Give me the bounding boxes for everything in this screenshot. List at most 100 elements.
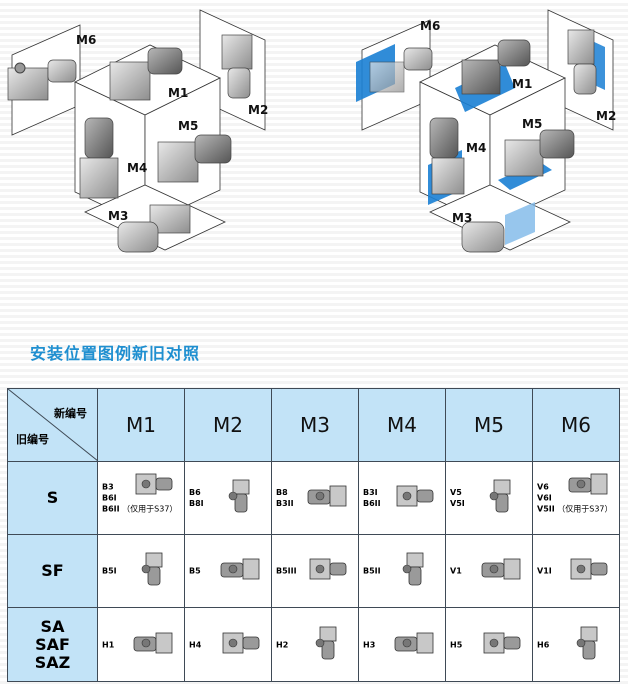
mini-diagram <box>480 478 524 518</box>
table-cell: B5 <box>184 534 272 608</box>
mounting-code: V5I <box>450 499 465 508</box>
table-cell: H2 <box>271 607 359 682</box>
row-header: S <box>7 461 98 535</box>
mini-diagram <box>219 551 263 591</box>
mounting-code: V6I <box>537 493 552 503</box>
mounting-code: B5III <box>276 566 297 576</box>
mounting-codes: V1I <box>537 566 552 577</box>
mounting-codes: H4 <box>189 639 201 650</box>
gear-unit-icon <box>141 552 163 586</box>
mini-diagram <box>306 625 350 665</box>
mini-diagram <box>132 466 176 506</box>
label-m4-right: M4 <box>466 141 486 155</box>
mounting-code: B6II <box>363 499 381 508</box>
corner-diagonal <box>8 389 98 461</box>
gear-unit-icon <box>222 632 260 653</box>
gear-unit-m4-icon <box>79 117 119 199</box>
table-cell: V1I <box>532 534 620 608</box>
table-cell: B5I <box>97 534 185 608</box>
mounting-codes: B5I <box>102 566 117 577</box>
label-m5-right: M5 <box>522 117 542 131</box>
gear-unit-icon <box>220 558 260 580</box>
label-m6-right: M6 <box>420 19 440 33</box>
row-header-label: SAZ <box>34 652 71 672</box>
mounting-code: B6II （仅用于S37） <box>102 504 178 514</box>
table-corner: 新编号 旧编号 <box>7 388 98 462</box>
mounting-codes: B5II <box>363 566 381 577</box>
mounting-code: V5 <box>450 488 462 497</box>
mini-diagram <box>219 625 263 665</box>
table-cell: H6 <box>532 607 620 682</box>
gear-unit-icon <box>307 485 347 507</box>
table-cell: H5 <box>445 607 533 682</box>
mounting-code: V1 <box>450 566 462 576</box>
column-header-m1: M1 <box>97 388 185 462</box>
mounting-note: （仅用于S37） <box>119 504 178 514</box>
mounting-code: B3II <box>276 499 294 508</box>
mounting-code: B5I <box>102 566 117 576</box>
table-row: SF B5I B5 B5III B5II V1 V1I <box>7 534 620 608</box>
mini-diagram <box>567 551 611 591</box>
gear-unit-icon <box>568 474 608 495</box>
gear-unit-icon <box>309 558 347 580</box>
mounting-code: V6 <box>537 482 549 492</box>
mini-diagram <box>306 551 350 591</box>
mounting-code: H1 <box>102 640 115 649</box>
gear-unit-icon <box>315 626 337 659</box>
gear-unit-icon <box>576 626 598 659</box>
table-header-row: 新编号 旧编号 M1 M2 M3 M4 M5 M6 <box>7 388 620 462</box>
mini-diagram <box>567 625 611 665</box>
mounting-note: （仅用于S37） <box>554 504 613 514</box>
diagram-right: M6 M1 M2 M5 M4 M3 <box>356 9 616 253</box>
mounting-code: B3I <box>363 488 378 497</box>
row-header-label: S <box>46 488 59 507</box>
mini-diagram <box>480 551 524 591</box>
mounting-code: B6 <box>189 488 201 497</box>
column-header-m5: M5 <box>445 388 533 462</box>
table-cell: B3I B6II <box>358 461 446 535</box>
gear-unit-m5-icon <box>157 134 232 183</box>
label-m6: M6 <box>76 33 96 47</box>
gear-unit-icon <box>481 558 521 580</box>
gear-unit-icon <box>483 632 521 653</box>
gear-unit-icon <box>135 474 173 495</box>
mounting-code: H2 <box>276 640 289 649</box>
gear-unit-icon <box>396 485 434 507</box>
gear-unit-icon <box>394 632 434 653</box>
row-header: SF <box>7 534 98 608</box>
label-m3-right: M3 <box>452 211 472 225</box>
table-cell: V1 <box>445 534 533 608</box>
mounting-position-diagrams: M6 M1 M2 M5 M4 M3 M6 M1 M2 <box>7 9 616 253</box>
column-header-m4: M4 <box>358 388 446 462</box>
mounting-codes: B5 <box>189 566 201 577</box>
mounting-code: V1I <box>537 566 552 576</box>
label-m1-right: M1 <box>512 77 532 91</box>
corner-new-label: 新编号 <box>54 407 87 420</box>
mounting-codes: B5III <box>276 566 297 577</box>
mounting-code: B8I <box>189 499 204 508</box>
mounting-codes: H3 <box>363 639 375 650</box>
column-header-m2: M2 <box>184 388 272 462</box>
diagram-left: M6 M1 M2 M5 M4 M3 <box>7 9 268 253</box>
mounting-code: B5II <box>363 566 381 576</box>
table-cell: B5III <box>271 534 359 608</box>
mounting-code: B3 <box>102 482 114 492</box>
mounting-codes: V1 <box>450 566 462 577</box>
row-header-label: SF <box>41 561 64 580</box>
mounting-codes: H5 <box>450 639 462 650</box>
gear-unit-icon <box>489 479 511 513</box>
row-header-label: SAF <box>35 634 70 654</box>
label-m1: M1 <box>168 86 188 100</box>
gear-unit-m1-icon <box>109 47 183 101</box>
mini-diagram <box>219 478 263 518</box>
